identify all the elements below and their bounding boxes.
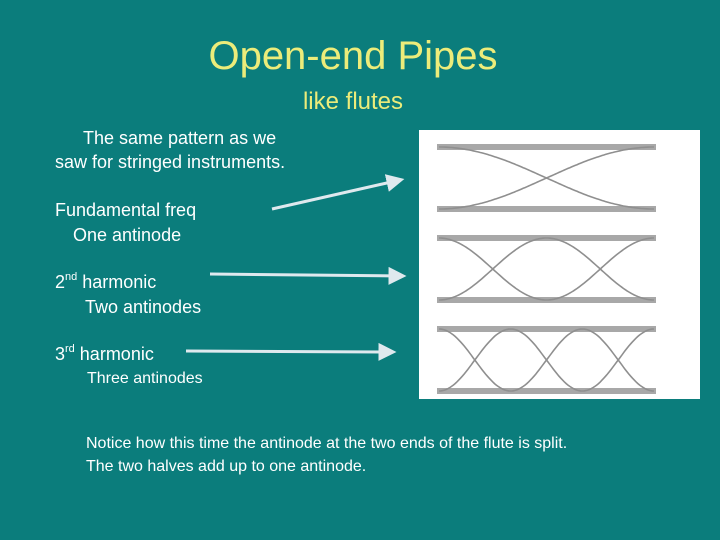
fundamental-label: Fundamental freq [55,200,197,220]
pipe-group [437,144,656,394]
pipe-2-wave-lower [439,237,654,301]
third-harmonic-label: 3rd harmonic [55,342,154,367]
pipe-1-wall-top [437,144,656,150]
notice-line-1: Notice how this time the antinode at the… [86,435,568,452]
third-harmonic-antinodes: Three antinodes [87,370,203,387]
third-harmonic-word: harmonic [74,344,154,364]
fundamental-antinode-label: One antinode [73,225,182,245]
pipe-3-wave-lower [438,328,655,392]
pipe-3-wall-top [437,326,656,332]
second-harmonic-number: 2 [55,272,66,292]
pipe-1-wave-lower [439,146,654,210]
pipe-1-wall-bottom [437,206,656,212]
page-title: Open-end Pipes [208,34,498,78]
second-harmonic-word: harmonic [77,272,157,292]
third-harmonic-suffix: rd [65,343,75,355]
arrow-to-second-harmonic [209,266,407,285]
third-harmonic-number: 3 [55,344,66,364]
pipe-3-wall-bottom [437,388,656,394]
diagram-panel [419,130,700,399]
page-subtitle: like flutes [302,88,404,115]
second-harmonic-label: 2nd harmonic [55,270,156,295]
intro-line-2: saw for stringed instruments. [55,152,286,172]
second-harmonic-antinodes: Two antinodes [85,297,202,317]
arrow-to-fundamental [271,174,405,211]
notice-line-2: The two halves add up to one antinode. [86,458,367,475]
arrow-to-third-harmonic [185,342,397,361]
intro-line-1: The same pattern as we [83,128,277,148]
second-harmonic-suffix: nd [65,271,78,283]
pipe-2-wave-upper [439,237,654,301]
